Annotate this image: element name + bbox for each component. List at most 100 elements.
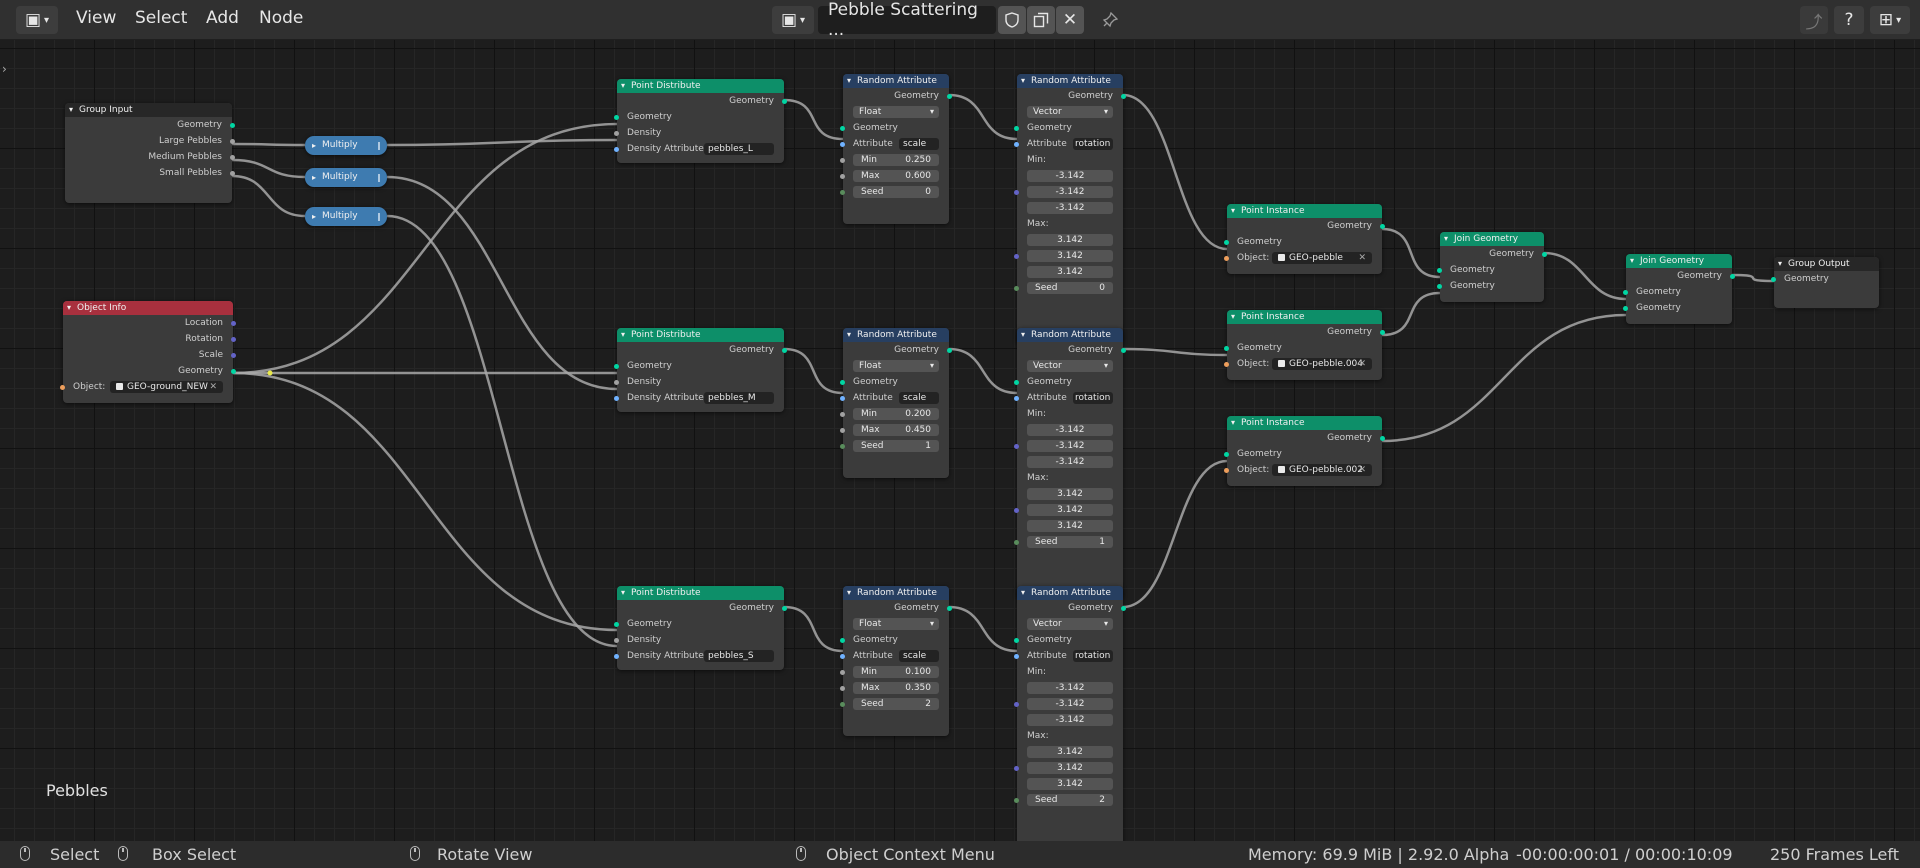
min-z-field[interactable]: -3.142 [1027, 714, 1113, 726]
input-socket[interactable] [840, 158, 845, 163]
node-link[interactable] [1122, 459, 1228, 609]
node-link[interactable] [386, 175, 618, 391]
parent-node-tree-button[interactable]: ⤴ [1800, 6, 1828, 34]
close-icon[interactable]: ✕ [209, 382, 217, 392]
attribute-field[interactable]: rotation [1073, 650, 1113, 662]
input-socket[interactable] [1771, 277, 1776, 282]
max-x-field[interactable]: 3.142 [1027, 488, 1113, 500]
random-attribute-vector-node[interactable]: Random Attribute Geometry Vector Geometr… [1014, 328, 1126, 598]
group-input-node[interactable]: Group Input Geometry Large Pebbles Mediu… [65, 103, 235, 203]
close-icon[interactable]: ✕ [1358, 359, 1366, 369]
node-link[interactable] [948, 347, 1018, 395]
input-socket[interactable] [840, 702, 845, 707]
input-socket[interactable] [1623, 290, 1628, 295]
input-socket[interactable] [1623, 306, 1628, 311]
output-socket[interactable] [230, 139, 235, 144]
input-socket[interactable] [1014, 766, 1019, 771]
point-distribute-node[interactable]: Point Distribute Geometry Geometry Densi… [614, 328, 787, 412]
output-socket[interactable] [782, 99, 787, 104]
input-socket[interactable] [1014, 540, 1019, 545]
node-link[interactable] [232, 371, 618, 632]
output-socket[interactable] [1542, 252, 1547, 257]
input-socket[interactable] [1014, 380, 1019, 385]
input-socket[interactable] [1224, 346, 1229, 351]
object-field[interactable]: GEO-pebble.004✕ [1272, 358, 1372, 370]
input-socket[interactable] [1437, 268, 1442, 273]
min-x-field[interactable]: -3.142 [1027, 170, 1113, 182]
node-link[interactable] [231, 158, 306, 179]
output-socket[interactable] [1730, 274, 1735, 279]
input-socket[interactable] [614, 638, 619, 643]
menu-view[interactable]: View [76, 8, 117, 28]
input-socket[interactable] [1014, 254, 1019, 259]
min-z-field[interactable]: -3.142 [1027, 202, 1113, 214]
max-y-field[interactable]: 3.142 [1027, 504, 1113, 516]
input-socket[interactable] [1014, 508, 1019, 513]
max-x-field[interactable]: 3.142 [1027, 746, 1113, 758]
node-link[interactable] [1381, 227, 1441, 279]
multiply-node[interactable]: Multiply [305, 168, 387, 187]
input-socket[interactable] [840, 444, 845, 449]
menu-add[interactable]: Add [206, 8, 239, 28]
node-link[interactable] [948, 605, 1018, 653]
input-socket[interactable] [1014, 702, 1019, 707]
node-link[interactable] [231, 174, 306, 218]
input-socket[interactable] [614, 622, 619, 627]
random-attribute-vector-node[interactable]: Random Attribute Geometry Vector Geometr… [1014, 586, 1126, 841]
point-distribute-node[interactable]: Point Distribute Geometry Geometry Densi… [614, 586, 787, 670]
input-socket[interactable] [1014, 142, 1019, 147]
input-socket[interactable] [840, 686, 845, 691]
input-socket[interactable] [614, 147, 619, 152]
attribute-field[interactable]: rotation [1073, 138, 1113, 150]
point-instance-node[interactable]: Point Instance Geometry Geometry Object:… [1224, 416, 1385, 486]
editor-type-button[interactable]: ▣▾ [16, 6, 58, 34]
object-field[interactable]: GEO-ground_NEW✕ [110, 381, 223, 393]
reroute-dot[interactable] [267, 370, 273, 376]
input-socket[interactable] [1224, 452, 1229, 457]
attribute-field[interactable]: scale [899, 650, 939, 662]
output-socket[interactable] [230, 171, 235, 176]
min-z-field[interactable]: -3.142 [1027, 456, 1113, 468]
output-socket[interactable] [231, 337, 236, 342]
output-socket[interactable] [231, 321, 236, 326]
snap-button[interactable]: ⊞▾ [1870, 6, 1910, 34]
node-link[interactable] [1381, 291, 1441, 337]
max-y-field[interactable]: 3.142 [1027, 762, 1113, 774]
input-socket[interactable] [840, 412, 845, 417]
input-socket[interactable] [1437, 284, 1442, 289]
output-socket[interactable] [1121, 94, 1126, 99]
max-x-field[interactable]: 3.142 [1027, 234, 1113, 246]
max-z-field[interactable]: 3.142 [1027, 520, 1113, 532]
close-icon[interactable]: ✕ [1358, 253, 1366, 263]
node-tree-name-field[interactable]: Pebble Scattering ... [818, 0, 996, 40]
data-type-dropdown[interactable]: Vector [1027, 618, 1113, 630]
object-field[interactable]: GEO-pebble.002✕ [1272, 464, 1372, 476]
node-link[interactable] [386, 138, 618, 147]
input-socket[interactable] [1014, 444, 1019, 449]
input-socket[interactable] [1224, 362, 1229, 367]
output-socket[interactable] [231, 353, 236, 358]
data-type-dropdown[interactable]: Float [853, 618, 939, 630]
output-socket[interactable] [947, 94, 952, 99]
node-link[interactable] [783, 605, 844, 653]
node-link[interactable] [1122, 93, 1228, 251]
node-link[interactable] [232, 122, 618, 375]
min-x-field[interactable]: -3.142 [1027, 682, 1113, 694]
menu-select[interactable]: Select [135, 8, 188, 28]
output-socket[interactable] [1121, 606, 1126, 611]
multiply-node[interactable]: Multiply [305, 136, 387, 155]
multiply-node[interactable]: Multiply [305, 207, 387, 226]
output-socket[interactable] [230, 155, 235, 160]
input-socket[interactable] [840, 670, 845, 675]
input-socket[interactable] [840, 142, 845, 147]
output-socket[interactable] [947, 606, 952, 611]
